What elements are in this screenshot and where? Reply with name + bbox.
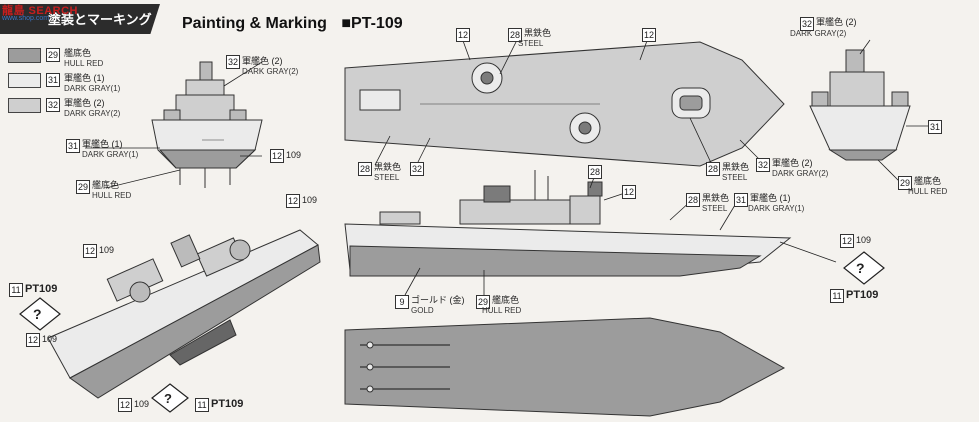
callout-jp: 艦底色 [492, 295, 520, 305]
paint-number: 31 [46, 73, 60, 87]
callout-number: 32 [410, 162, 424, 176]
callout-en: DARK GRAY(1) [748, 204, 805, 213]
callout-en: GOLD [411, 306, 434, 315]
decal-109-label: 109 [134, 399, 150, 409]
svg-text:?: ? [33, 306, 42, 322]
callout-number: 12 [26, 333, 40, 347]
title-english: Painting & Marking [182, 15, 327, 32]
callout-jp: 軍艦色 (1) [750, 193, 791, 203]
svg-text:?: ? [856, 260, 865, 276]
side-view [344, 170, 792, 277]
section-header-band: 塗装とマーキング [0, 4, 160, 34]
stern-view-right [809, 49, 911, 161]
callout-en: DARK GRAY(1) [82, 150, 139, 159]
callout-en: HULL RED [92, 191, 132, 200]
leader-lines [85, 37, 928, 296]
decal-pt109-label: PT109 [211, 398, 244, 410]
callout-number: 12 [840, 234, 854, 248]
decal-109-label: 109 [99, 245, 115, 255]
svg-text:?: ? [164, 391, 172, 406]
page-title: Painting & Marking ■PT-109 [182, 15, 403, 33]
title-model-code: ■PT-109 [341, 15, 403, 32]
paint-number: 29 [46, 48, 60, 62]
callout-number: 28 [686, 193, 700, 207]
callout-number: 31 [928, 120, 942, 134]
callout-jp: 黒鉄色 [524, 28, 552, 38]
decal-pt109-label: PT109 [25, 283, 58, 295]
isometric-view [47, 229, 321, 399]
decal-badge-right: ? [843, 251, 885, 285]
decal-109-label: 109 [856, 235, 872, 245]
callout-number: 12 [642, 28, 656, 42]
callout-number: 32 [226, 55, 240, 69]
paint-name-en: DARK GRAY(1) [64, 84, 121, 93]
bottom-view [344, 317, 786, 417]
callout-number: 12 [83, 244, 97, 258]
watermark-sub: www.shop.com [2, 15, 50, 22]
callout-number: 29 [476, 295, 490, 309]
callout-number: 32 [756, 158, 770, 172]
callout-jp: 艦底色 [914, 176, 942, 186]
swatch-hull-red [8, 48, 41, 63]
callout-en: DARK GRAY(2) [242, 67, 299, 76]
callout-jp: 軍艦色 (2) [242, 56, 283, 66]
watermark-main: 龍島 SEARCH [2, 5, 79, 17]
paint-name-jp: 軍艦色 (1) [64, 73, 105, 83]
paint-name-jp: 艦底色 [64, 48, 92, 58]
callout-number: 29 [898, 176, 912, 190]
callout-jp: ゴールド (金) [411, 295, 465, 305]
callout-number: 12 [286, 194, 300, 208]
decal-109-label: 109 [302, 195, 318, 205]
callout-number: 29 [76, 180, 90, 194]
callout-number: 31 [734, 193, 748, 207]
callout-en: HULL RED [482, 306, 522, 315]
callout-en: DARK GRAY(2) [772, 169, 829, 178]
callout-number: 9 [395, 295, 409, 309]
swatch-dark-gray-1 [8, 73, 41, 88]
callout-en: STEEL [702, 204, 728, 213]
callout-number: 31 [66, 139, 80, 153]
callout-jp: 艦底色 [92, 180, 120, 190]
callout-jp: 軍艦色 (2) [772, 158, 813, 168]
callout-en: HULL RED [908, 187, 948, 196]
decal-badge-bottom: ? [151, 383, 189, 413]
callout-number: 12 [270, 149, 284, 163]
top-view [344, 41, 785, 167]
callout-number: 28 [358, 162, 372, 176]
paint-name-en: DARK GRAY(2) [64, 109, 121, 118]
decal-109-label: 109 [42, 334, 58, 344]
callout-number: 28 [706, 162, 720, 176]
callout-number: 12 [118, 398, 132, 412]
callout-jp: 黒鉄色 [702, 193, 730, 203]
bow-view-left [151, 61, 263, 188]
callout-jp: 軍艦色 (1) [82, 139, 123, 149]
callout-number: 28 [508, 28, 522, 42]
swatch-dark-gray-2 [8, 98, 41, 113]
paint-name-en: HULL RED [64, 59, 104, 68]
decal-badge-left: ? [19, 297, 61, 331]
callout-number: 12 [622, 185, 636, 199]
callout-number: 11 [830, 289, 844, 303]
callout-en: STEEL [374, 173, 400, 182]
callout-en: DARK GRAY(2) [790, 29, 847, 38]
decal-109-label: 109 [286, 150, 302, 160]
callout-number: 11 [195, 398, 209, 412]
callout-jp: 黒鉄色 [722, 162, 750, 172]
callout-en: STEEL [518, 39, 544, 48]
callout-en: STEEL [722, 173, 748, 182]
paint-number: 32 [46, 98, 60, 112]
section-header-japanese: 塗装とマーキング [48, 12, 152, 27]
callout-number: 11 [9, 283, 23, 297]
callout-jp: 軍艦色 (2) [816, 17, 857, 27]
callout-number: 28 [588, 165, 602, 179]
callout-number: 32 [800, 17, 814, 31]
callout-number: 12 [456, 28, 470, 42]
callout-jp: 黒鉄色 [374, 162, 402, 172]
decal-pt109-label: PT109 [846, 289, 879, 301]
paint-name-jp: 軍艦色 (2) [64, 98, 105, 108]
